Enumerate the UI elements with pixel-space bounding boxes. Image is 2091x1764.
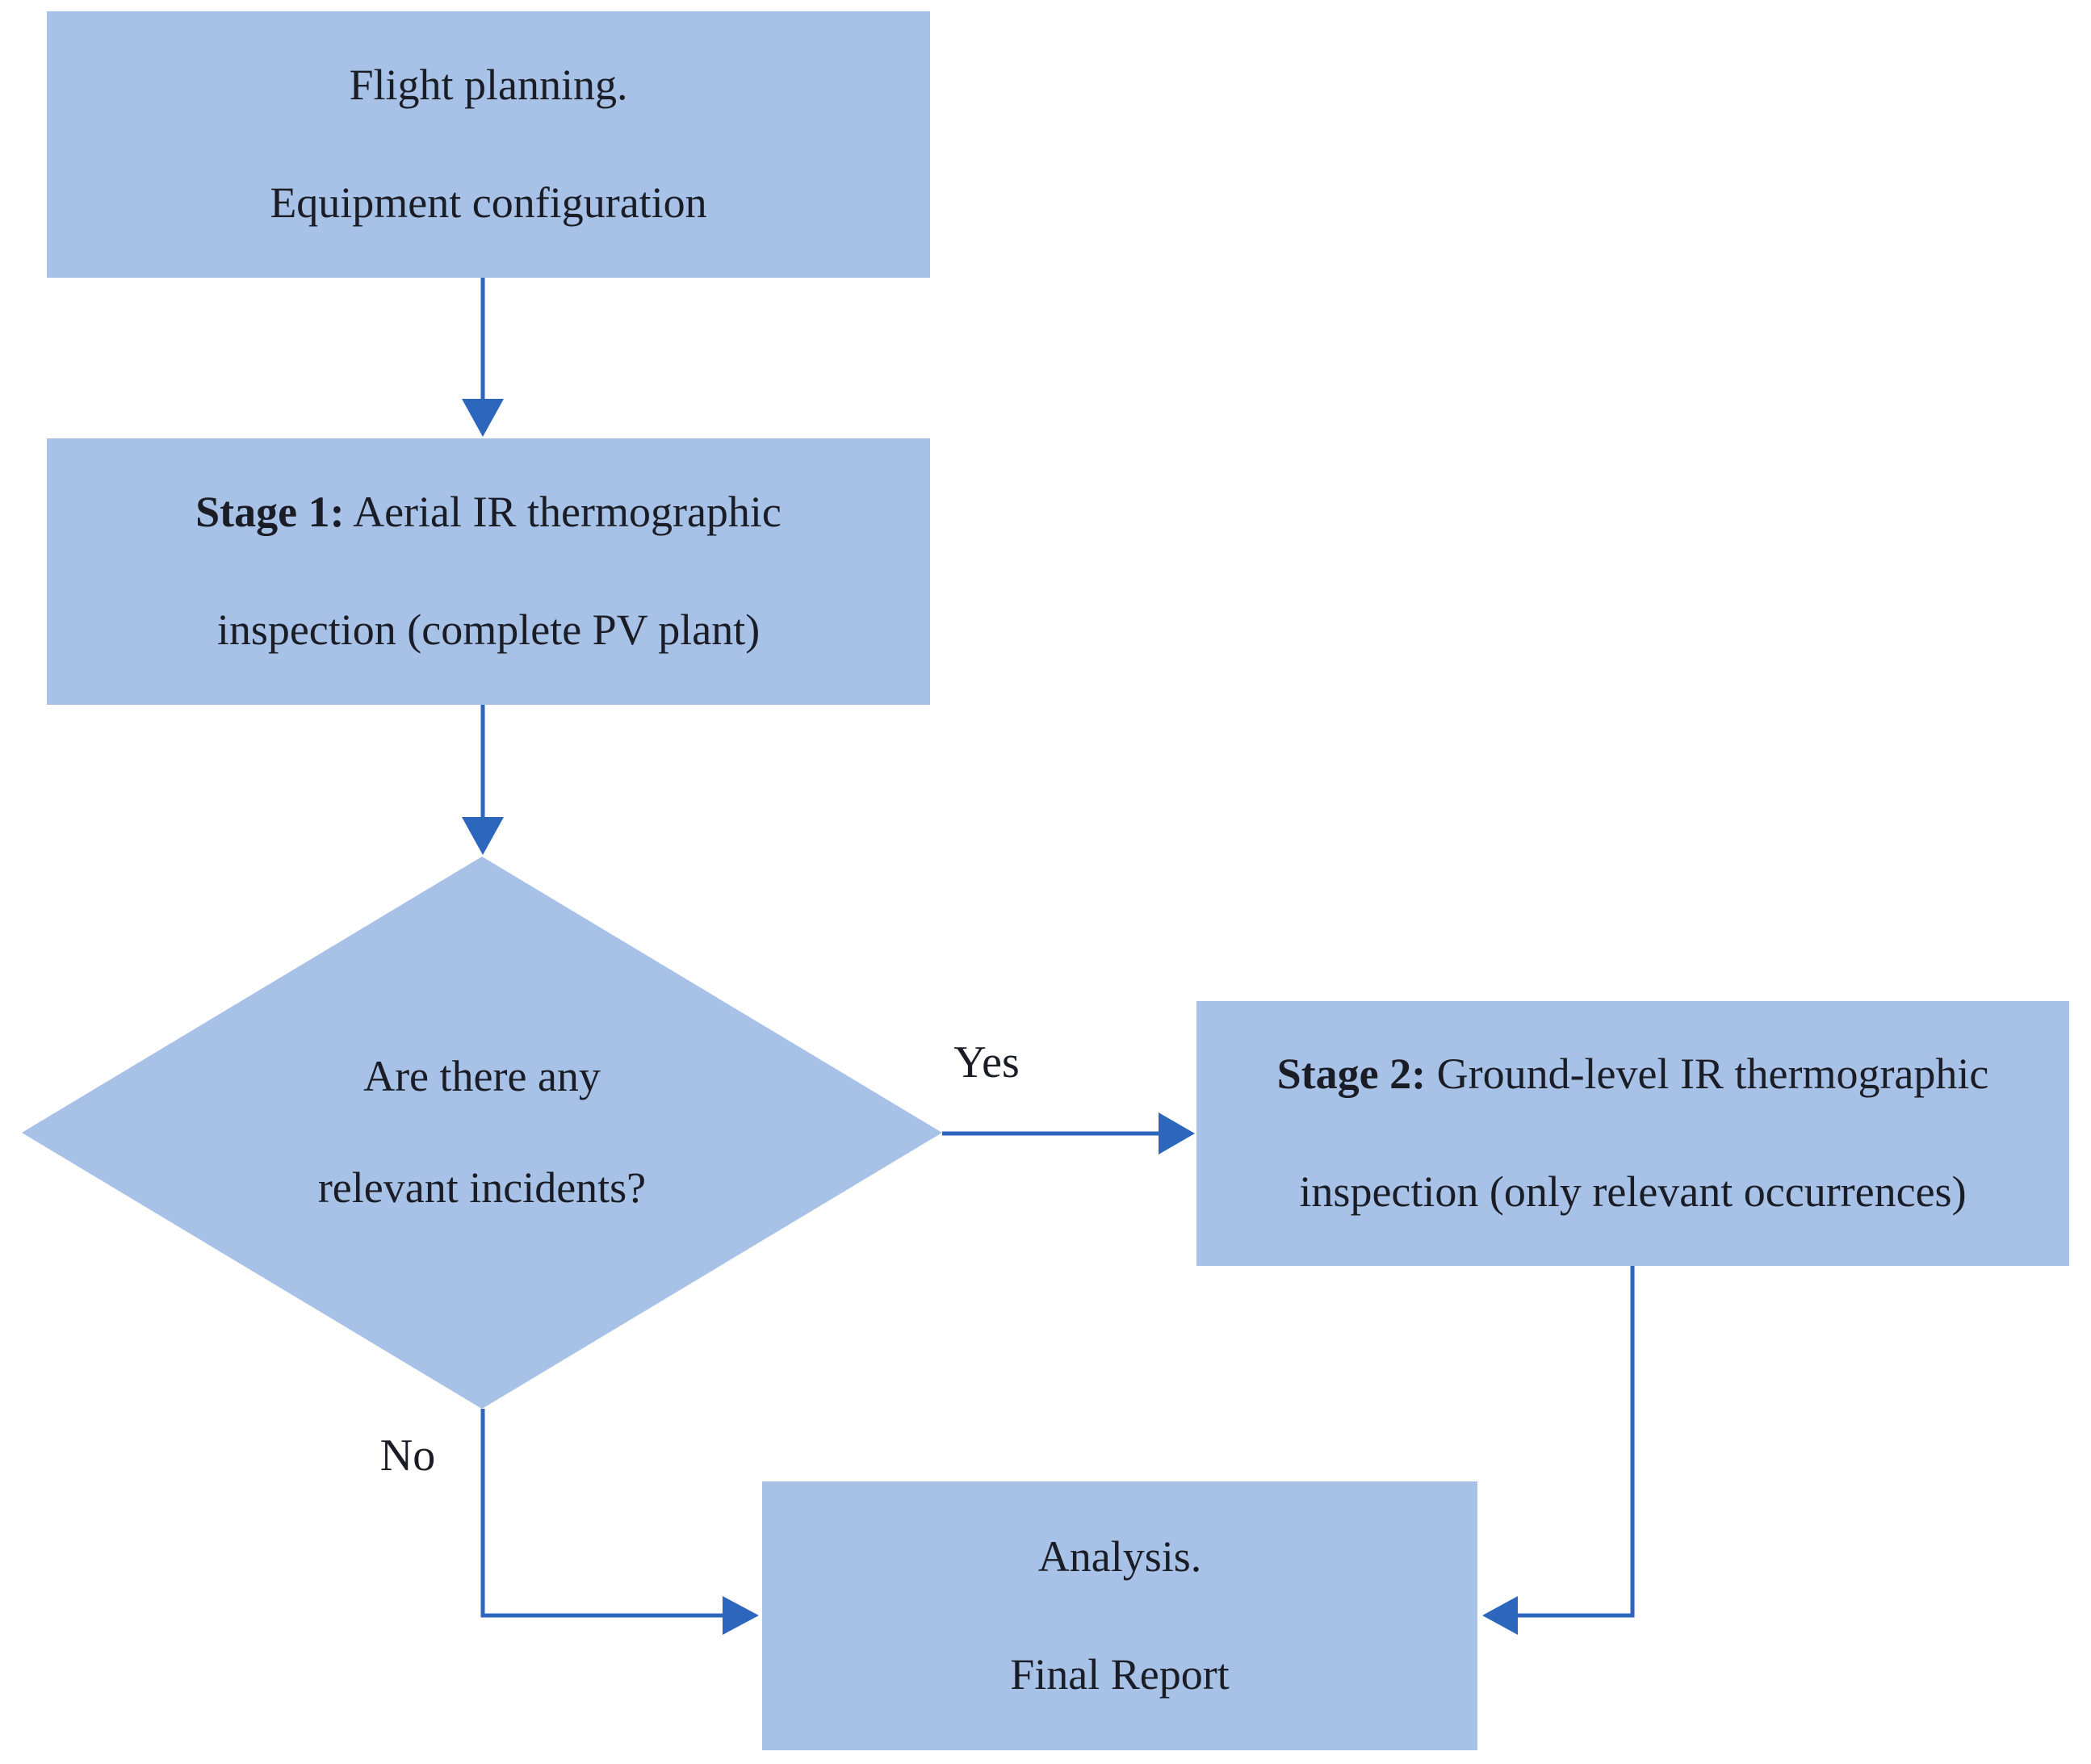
flowchart-node-stage2-ground-inspection: Stage 2: Ground-level IR thermographic i… bbox=[1196, 1001, 2069, 1266]
node-text-line: Are there any bbox=[363, 1052, 601, 1101]
connector-stage2-to-analysis bbox=[1482, 1266, 1635, 1635]
node-text-line: inspection (only relevant occurrences) bbox=[1299, 1167, 1967, 1216]
arrowhead-right-icon bbox=[723, 1596, 759, 1635]
connector-line bbox=[1517, 1266, 1635, 1618]
node-text-line: Flight planning. bbox=[349, 61, 628, 110]
stage2-prefix: Stage 2: bbox=[1276, 1050, 1427, 1099]
node-text-line: Final Report bbox=[1010, 1649, 1230, 1699]
node-text-line: Equipment configuration bbox=[270, 178, 707, 227]
stage1-rest: Aerial IR thermographic bbox=[344, 488, 782, 537]
flowchart-node-flight-planning: Flight planning. Equipment configuration bbox=[47, 11, 930, 278]
node-text-line: inspection (complete PV plant) bbox=[216, 605, 761, 654]
arrowhead-down-icon bbox=[462, 399, 504, 437]
arrowhead-down-icon bbox=[462, 817, 504, 855]
edge-label-yes: Yes bbox=[953, 1037, 1020, 1087]
node-text-line: Analysis. bbox=[1037, 1531, 1202, 1581]
node-text-line: relevant incidents? bbox=[317, 1163, 647, 1212]
flowchart-node-stage1-aerial-inspection: Stage 1: Aerial IR thermographic inspect… bbox=[47, 438, 930, 705]
stage2-rest: Ground-level IR thermographic bbox=[1426, 1050, 1989, 1099]
connector-stage1-to-decision bbox=[462, 705, 504, 855]
connector-decision-yes-to-stage2 bbox=[942, 1112, 1195, 1154]
connector-decision-no-to-analysis bbox=[480, 1409, 759, 1635]
node-text-line: Stage 2: Ground-level IR thermographic bbox=[1277, 1048, 1989, 1101]
node-text-line: Stage 1: Aerial IR thermographic bbox=[195, 486, 782, 539]
connector-flight-to-stage1 bbox=[462, 278, 504, 437]
arrowhead-right-icon bbox=[1159, 1112, 1195, 1154]
arrowhead-left-icon bbox=[1482, 1596, 1518, 1635]
connector-line bbox=[480, 1409, 723, 1618]
edge-label-no: No bbox=[379, 1431, 436, 1481]
stage1-prefix: Stage 1: bbox=[195, 488, 345, 537]
flowchart-decision-relevant-incidents: Are there any relevant incidents? bbox=[22, 857, 942, 1409]
flowchart-node-analysis-final-report: Analysis. Final Report bbox=[762, 1481, 1477, 1750]
